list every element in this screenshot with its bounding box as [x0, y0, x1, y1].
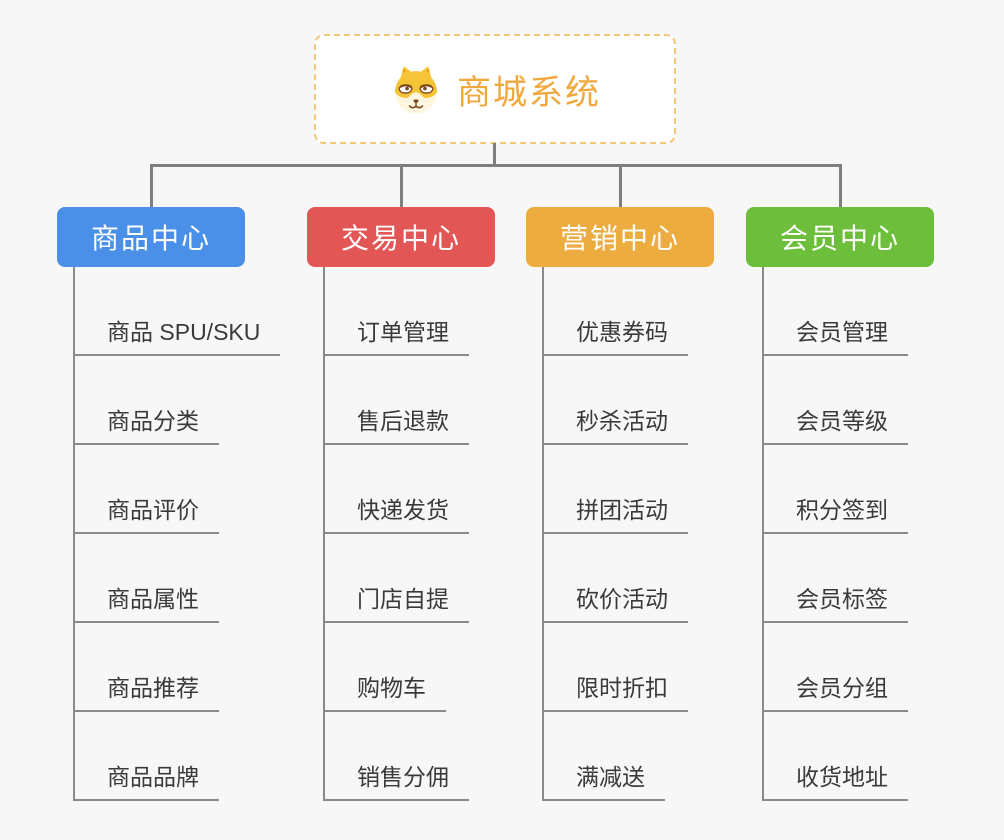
- leaf-node[interactable]: 砍价活动: [544, 580, 688, 623]
- branch-marketing-center: 营销中心 优惠券码 秒杀活动 拼团活动 砍价活动 限时折扣 满减送: [526, 207, 786, 801]
- connector-horizontal: [150, 164, 842, 167]
- leaf-node[interactable]: 商品评价: [75, 491, 219, 534]
- leaf-node[interactable]: 商品分类: [75, 402, 219, 445]
- branch-trade-center: 交易中心 订单管理 售后退款 快递发货 门店自提 购物车 销售分佣: [307, 207, 567, 801]
- branch-marketing-leaves: 优惠券码 秒杀活动 拼团活动 砍价活动 限时折扣 满减送: [542, 267, 782, 801]
- leaf-node[interactable]: 会员分组: [764, 669, 908, 712]
- root-node-mall-system[interactable]: 商城系统: [314, 34, 676, 144]
- connector-root-stub: [493, 143, 496, 166]
- leaf-node[interactable]: 秒杀活动: [544, 402, 688, 445]
- leaf-node[interactable]: 商品品牌: [75, 758, 219, 801]
- branch-header-product-center[interactable]: 商品中心: [57, 207, 245, 267]
- branch-product-leaves: 商品 SPU/SKU 商品分类 商品评价 商品属性 商品推荐 商品品牌: [73, 267, 313, 801]
- leaf-node[interactable]: 满减送: [544, 758, 665, 801]
- leaf-node[interactable]: 商品 SPU/SKU: [75, 313, 281, 356]
- branch-trade-leaves: 订单管理 售后退款 快递发货 门店自提 购物车 销售分佣: [323, 267, 563, 801]
- branch-member-leaves: 会员管理 会员等级 积分签到 会员标签 会员分组 收货地址: [762, 267, 1002, 801]
- leaf-node[interactable]: 优惠券码: [544, 313, 688, 356]
- leaf-node[interactable]: 积分签到: [764, 491, 908, 534]
- connector-drop-marketing: [619, 166, 622, 207]
- branch-header-trade-center[interactable]: 交易中心: [307, 207, 495, 267]
- leaf-node[interactable]: 销售分佣: [325, 758, 469, 801]
- leaf-node[interactable]: 商品属性: [75, 580, 219, 623]
- branch-header-marketing-center[interactable]: 营销中心: [526, 207, 714, 267]
- leaf-node[interactable]: 限时折扣: [544, 669, 688, 712]
- branch-product-center: 商品中心 商品 SPU/SKU 商品分类 商品评价 商品属性 商品推荐 商品品牌: [57, 207, 317, 801]
- leaf-node[interactable]: 售后退款: [325, 402, 469, 445]
- leaf-node[interactable]: 会员等级: [764, 402, 908, 445]
- branch-member-center: 会员中心 会员管理 会员等级 积分签到 会员标签 会员分组 收货地址: [746, 207, 1004, 801]
- connector-drop-member: [839, 166, 842, 207]
- leaf-node[interactable]: 门店自提: [325, 580, 469, 623]
- leaf-node[interactable]: 商品推荐: [75, 669, 219, 712]
- shiba-dog-icon: [394, 66, 438, 114]
- branch-label: 会员中心: [779, 223, 900, 254]
- leaf-node[interactable]: 快递发货: [325, 491, 469, 534]
- connector-drop-trade: [400, 166, 403, 207]
- leaf-node[interactable]: 会员标签: [764, 580, 908, 623]
- leaf-node[interactable]: 订单管理: [325, 313, 469, 356]
- connector-drop-product: [150, 166, 153, 207]
- leaf-node[interactable]: 拼团活动: [544, 491, 688, 534]
- branch-label: 交易中心: [340, 223, 461, 254]
- leaf-node[interactable]: 购物车: [325, 669, 446, 712]
- leaf-node[interactable]: 收货地址: [764, 758, 908, 801]
- branch-label: 商品中心: [90, 223, 211, 254]
- branch-label: 营销中心: [559, 223, 680, 254]
- leaf-node[interactable]: 会员管理: [764, 313, 908, 356]
- root-title: 商城系统: [457, 73, 601, 112]
- branch-header-member-center[interactable]: 会员中心: [746, 207, 934, 267]
